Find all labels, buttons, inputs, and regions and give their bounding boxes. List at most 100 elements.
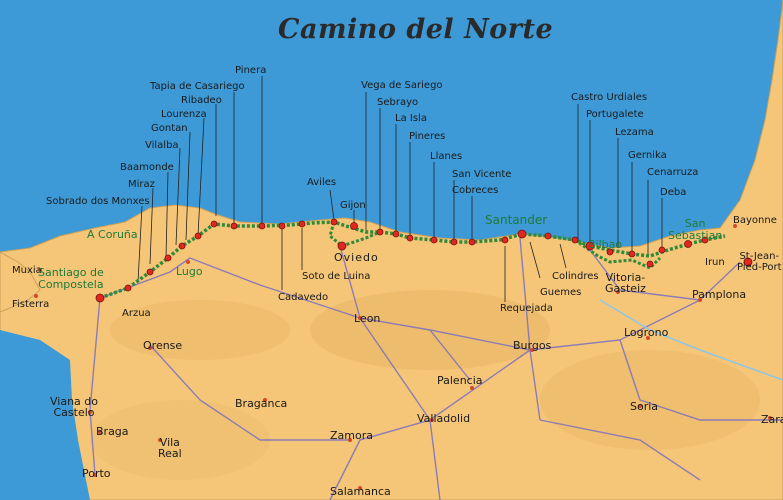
label-vilalba: Vilalba <box>145 140 179 151</box>
label-santiago: Santiago de Compostela <box>38 266 104 291</box>
label-bayonne: Bayonne <box>733 215 777 226</box>
stage-dot <box>298 220 306 228</box>
label-vitoria: Vitoria- Gasteiz <box>605 271 646 295</box>
label-lourenza: Lourenza <box>161 109 207 120</box>
label-braga: Braga <box>96 425 129 438</box>
label-gontan: Gontan <box>151 123 188 134</box>
road <box>329 349 531 500</box>
stage-dot <box>658 246 666 254</box>
label-valladolid: Valladolid <box>417 412 471 425</box>
label-pinera: Pinera <box>235 65 267 76</box>
label-oviedo: Oviedo <box>334 251 379 264</box>
stage-dot <box>606 248 614 256</box>
road <box>589 249 741 301</box>
stage-dot <box>684 240 692 248</box>
stage-dot <box>468 238 476 246</box>
stage-dot <box>628 250 636 258</box>
stage-dot <box>350 222 358 230</box>
label-requejada: Requejada <box>500 303 553 314</box>
label-deba: Deba <box>660 187 687 198</box>
portugal-coast <box>0 330 90 500</box>
label-vianadocastelo: Viana do Castelo <box>50 395 99 419</box>
stage-dot <box>501 236 509 244</box>
label-zamora: Zamora <box>330 429 373 442</box>
label-burgos: Burgos <box>513 339 552 352</box>
stage-dot <box>430 236 438 244</box>
stage-dot <box>701 236 709 244</box>
label-sobrado: Sobrado dos Monxes <box>46 196 150 207</box>
stage-dot <box>517 229 527 239</box>
stage-dot <box>406 234 414 242</box>
label-orense: Orense <box>143 339 183 352</box>
label-logrono: Logrono <box>624 326 669 339</box>
stage-markers <box>95 218 753 303</box>
city-dots <box>34 224 772 490</box>
stage-dot <box>743 257 753 267</box>
label-leon: Leon <box>354 312 381 325</box>
stage-dot <box>376 228 384 236</box>
label-ribadeo: Ribadeo <box>181 95 222 106</box>
label-sebrayo: Sebrayo <box>377 97 419 108</box>
label-gernika: Gernika <box>628 150 667 161</box>
label-baamonde: Baamonde <box>120 162 174 173</box>
label-tapia: Tapia de Casariego <box>150 81 245 92</box>
label-pineres: Pineres <box>409 131 446 142</box>
road <box>99 257 191 299</box>
label-portugalete: Portugalete <box>586 109 644 120</box>
stage-dot <box>95 293 105 303</box>
label-salamanca: Salamanca <box>330 485 391 498</box>
label-aviles: Aviles <box>307 177 337 188</box>
label-braganca: Braganca <box>235 397 288 410</box>
roads <box>89 237 783 500</box>
stage-dot <box>210 220 218 228</box>
road <box>149 344 350 441</box>
label-palencia: Palencia <box>437 374 483 387</box>
stage-dot <box>124 284 132 292</box>
road <box>339 245 361 319</box>
label-muxia: Muxia <box>12 265 42 276</box>
road <box>539 419 701 481</box>
terrain-shade <box>540 350 760 450</box>
label-miraz: Miraz <box>128 179 155 190</box>
stage-dot <box>194 232 202 240</box>
label-sanvicente: San Vicente <box>452 169 512 180</box>
label-cadavedo: Cadavedo <box>278 292 329 303</box>
label-laisla: La Isla <box>395 113 427 124</box>
label-llanes: Llanes <box>430 151 463 162</box>
label-stjean: St-Jean- Pied-Port <box>737 251 782 273</box>
label-guemes: Guemes <box>540 287 582 298</box>
stage-dot <box>571 236 579 244</box>
label-gijon: Gijon <box>340 200 366 211</box>
label-castro: Castro Urdiales <box>571 92 648 103</box>
label-cobreces: Cobreces <box>452 185 499 196</box>
label-acoruna: A Coruña <box>87 228 138 241</box>
west-coast <box>0 251 41 313</box>
stage-dot <box>544 232 552 240</box>
label-fisterra: Fisterra <box>12 299 50 310</box>
terrain-shade <box>90 400 270 480</box>
label-soria: Soria <box>630 400 659 413</box>
stage-dot <box>278 222 286 230</box>
stage-dot <box>337 241 347 251</box>
leader-lines <box>137 76 663 302</box>
river-ebro <box>599 299 783 381</box>
label-irun: Irun <box>705 257 725 268</box>
stage-dot <box>646 260 654 268</box>
label-santander: Santander <box>485 213 548 227</box>
stage-dot <box>178 242 186 250</box>
road <box>429 329 471 381</box>
label-pamplona: Pamplona <box>692 288 747 301</box>
terrain-shade <box>110 300 290 360</box>
label-arzua: Arzua <box>122 308 151 319</box>
stage-dot <box>258 222 266 230</box>
stage-dot <box>330 218 338 226</box>
stage-dot <box>585 241 595 251</box>
label-colindres: Colindres <box>552 271 599 282</box>
label-cenarruza: Cenarruza <box>647 167 699 178</box>
label-porto: Porto <box>82 467 111 480</box>
label-lugo: Lugo <box>176 265 203 278</box>
label-sansebastian: San Sebastian <box>668 217 723 242</box>
label-lezama: Lezama <box>615 127 654 138</box>
